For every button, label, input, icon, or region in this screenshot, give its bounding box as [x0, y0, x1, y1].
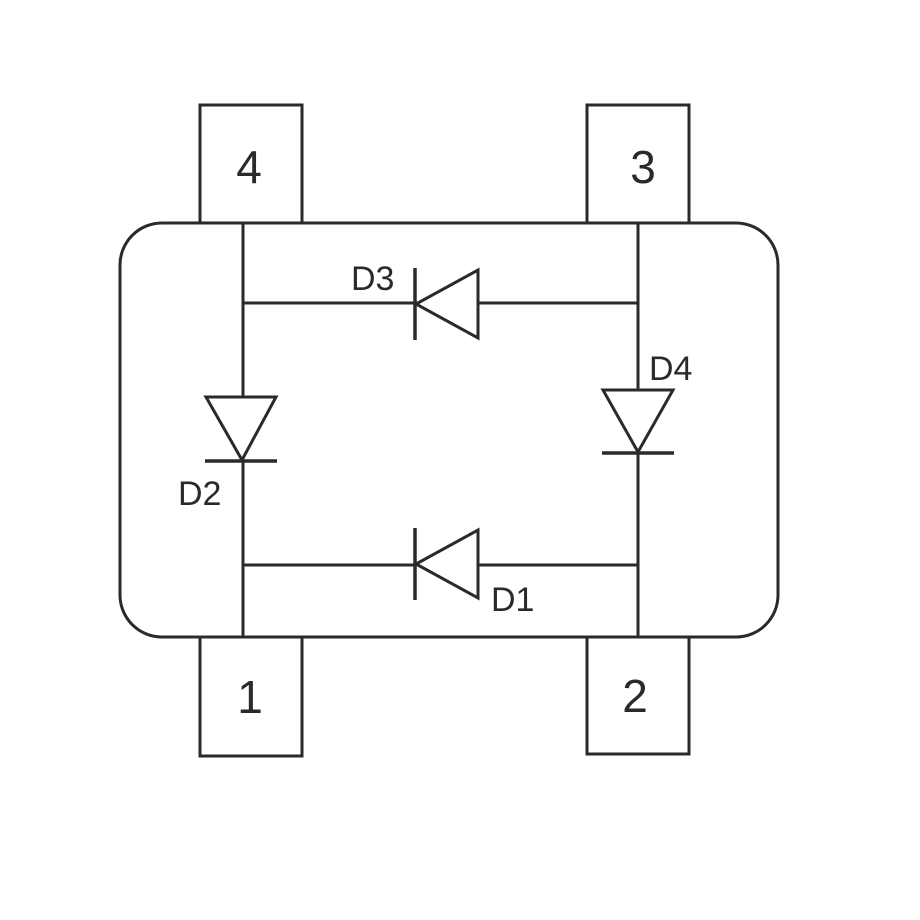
diode-d1-triangle — [412, 527, 480, 601]
pin-3-lead — [585, 103, 691, 227]
pin-3 — [585, 103, 691, 227]
pin-4-label: 4 — [236, 141, 262, 193]
pin-1-label: 1 — [237, 671, 263, 723]
diode-d4-triangle — [600, 388, 676, 456]
pin-4-lead — [198, 103, 304, 227]
diode-d2-triangle — [203, 395, 279, 464]
diode-d1-label: D1 — [491, 581, 534, 619]
diode-d3-triangle — [412, 267, 480, 341]
pin-2 — [585, 634, 691, 756]
pin-2-lead — [585, 634, 691, 756]
diode-d4-label: D4 — [649, 350, 692, 388]
diode-d1 — [412, 527, 480, 601]
pin-4 — [198, 103, 304, 227]
diode-d2-label: D2 — [178, 475, 221, 513]
diode-d3 — [412, 267, 480, 341]
diode-d3-label: D3 — [351, 260, 394, 298]
pin-3-label: 3 — [630, 141, 656, 193]
diode-d4 — [600, 388, 676, 456]
pin-2-label: 2 — [622, 670, 648, 722]
package-body — [118, 221, 780, 639]
diode-d2 — [203, 395, 279, 464]
